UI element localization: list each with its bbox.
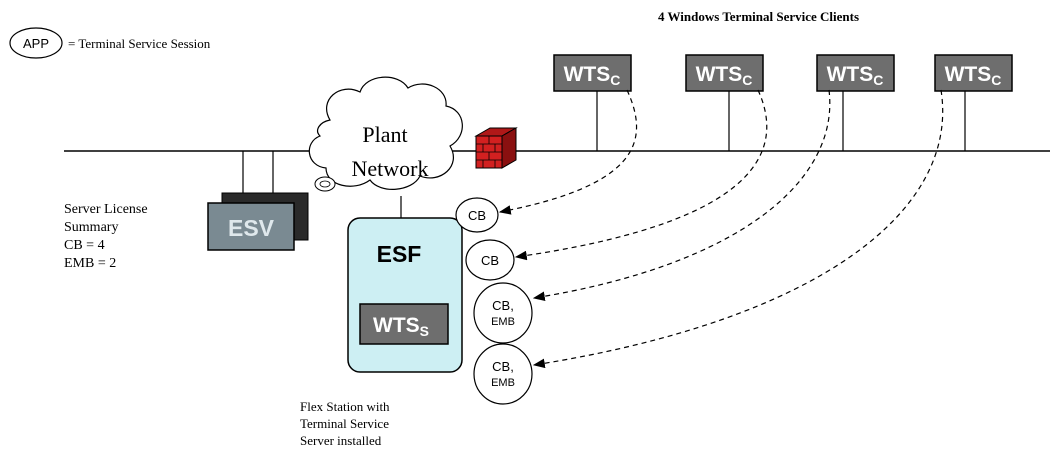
- cloud-shape: [308, 76, 463, 190]
- license-line: CB = 4: [64, 238, 105, 253]
- client-label: WTSC: [564, 63, 621, 88]
- session-arrow: [514, 89, 768, 261]
- client-2: WTSC: [685, 54, 764, 151]
- esf-caption-line: Flex Station with: [300, 399, 390, 414]
- plant-network-cloud: Plant Network: [308, 76, 463, 192]
- client-label: WTSC: [945, 63, 1002, 88]
- session-label: EMB: [491, 377, 515, 389]
- cloud-puff-icon: [319, 180, 331, 188]
- license-summary: Server License Summary CB = 4 EMB = 2: [64, 202, 148, 271]
- cloud-line2: Network: [352, 156, 429, 181]
- session-ellipse: [473, 343, 533, 405]
- session-arrow: [532, 89, 831, 302]
- legend-session-label: APP: [23, 36, 49, 51]
- firewall-icon: [474, 127, 518, 169]
- license-line: EMB = 2: [64, 256, 116, 271]
- session-ellipse: [473, 282, 533, 344]
- cloud-line1: Plant: [362, 122, 407, 147]
- session-label: CB,: [492, 298, 514, 313]
- session-label: EMB: [491, 316, 515, 328]
- client-4: WTSC: [934, 54, 1013, 151]
- client-3: WTSC: [816, 54, 895, 151]
- client-box: [685, 54, 764, 92]
- esv-server: ESV: [207, 151, 309, 251]
- legend-session-desc: = Terminal Service Session: [68, 36, 211, 51]
- session-label: CB,: [492, 359, 514, 374]
- esf-caption-line: Terminal Service: [300, 416, 389, 431]
- client-label: WTSC: [696, 63, 753, 88]
- session-arrow: [498, 89, 638, 215]
- session-1: CB: [455, 197, 499, 233]
- clients-title: 4 Windows Terminal Service Clients: [658, 9, 859, 24]
- legend: APP = Terminal Service Session: [9, 27, 211, 59]
- client-box: [816, 54, 895, 92]
- session-label: CB: [468, 208, 486, 223]
- session-4: CB, EMB: [473, 343, 533, 405]
- client-box: [934, 54, 1013, 92]
- esf-wts-label: WTSS: [373, 314, 429, 339]
- session-ellipse: [465, 239, 515, 281]
- license-line: Server License: [64, 202, 148, 217]
- session-arrow: [532, 89, 944, 369]
- esv-front-box: [207, 202, 295, 251]
- esf-label: ESF: [377, 241, 422, 267]
- session-ellipse: [455, 197, 499, 233]
- esv-label: ESV: [228, 215, 275, 241]
- license-line: Summary: [64, 220, 118, 235]
- session-label: CB: [481, 253, 499, 268]
- session-3: CB, EMB: [473, 282, 533, 344]
- session-2: CB: [465, 239, 515, 281]
- esf-wts-box: [359, 303, 449, 345]
- legend-session-ellipse: [9, 27, 63, 59]
- esf-caption-line: Server installed: [300, 433, 382, 448]
- client-label: WTSC: [827, 63, 884, 88]
- client-1: WTSC: [553, 54, 632, 151]
- client-box: [553, 54, 632, 92]
- esf-station: ESF WTSS Flex Station with Terminal Serv…: [300, 196, 463, 448]
- cloud-puff-icon: [314, 176, 336, 192]
- session-arrows: [498, 89, 944, 369]
